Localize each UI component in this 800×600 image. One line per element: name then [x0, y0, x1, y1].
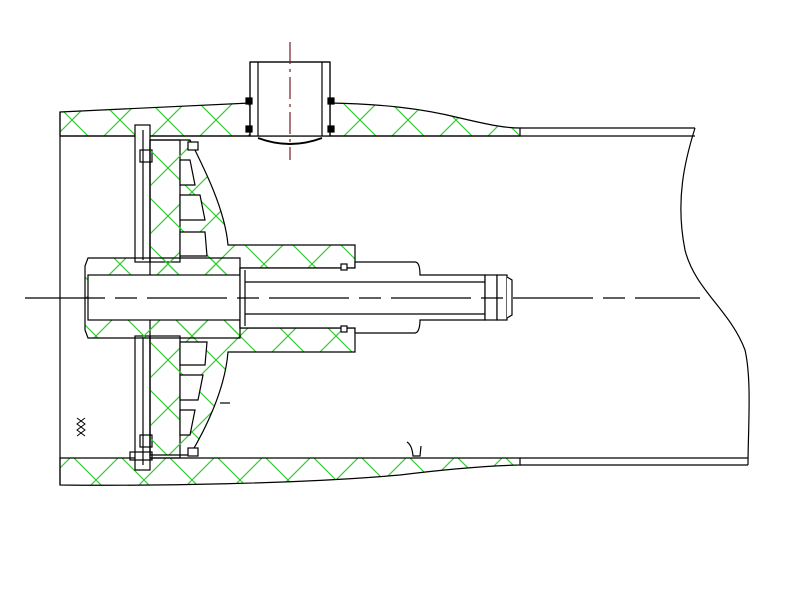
piston-plates [129, 124, 181, 471]
piston-vanes [179, 141, 208, 457]
break-line [680, 127, 750, 466]
top-wall-section-right [329, 102, 521, 137]
bottom-wall-section [59, 457, 521, 486]
weld-symbol [76, 417, 86, 437]
top-wall-section [59, 102, 251, 137]
drain-symbol [406, 441, 422, 457]
